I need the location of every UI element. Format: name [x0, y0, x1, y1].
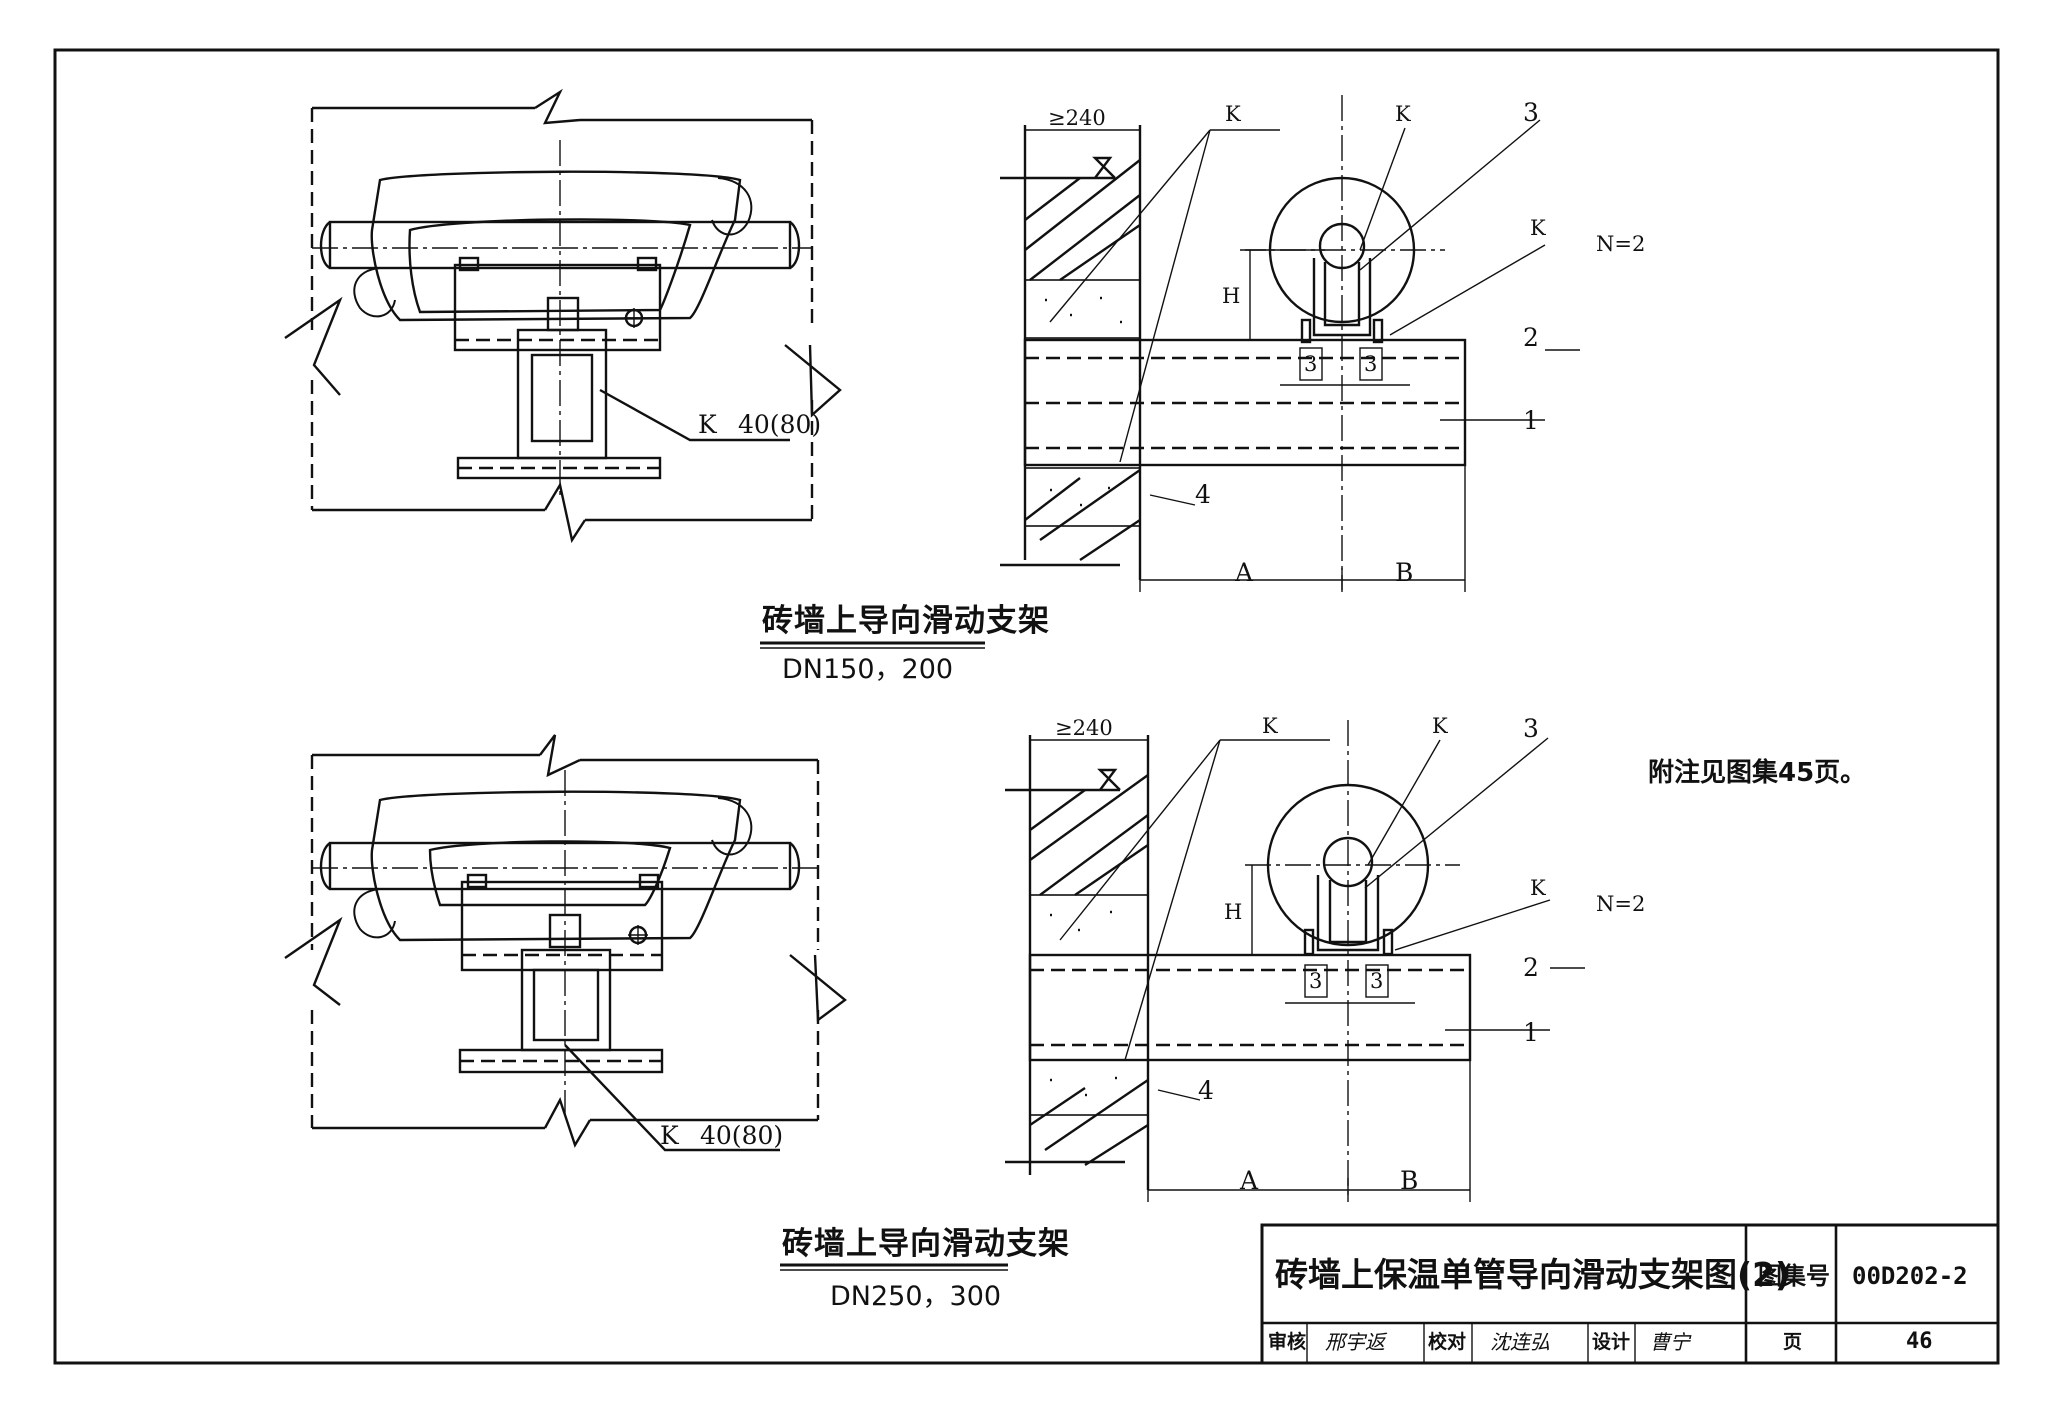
view1-item-4: 4 [1195, 480, 1211, 509]
view1-caption: 砖墙上导向滑动支架 [762, 603, 1050, 639]
view2-weld-left-symbol: K [660, 1121, 679, 1150]
view1-dim-3b: 3 [1364, 352, 1378, 376]
view1-dim-3a: 3 [1304, 352, 1318, 376]
view2-weld-left-size: 40(80) [700, 1121, 784, 1150]
view2-dim-h: H [1224, 900, 1243, 924]
view2-dim-b: B [1400, 1166, 1419, 1195]
view2-dim-a: A [1240, 1166, 1259, 1195]
title-block-title: 砖墙上保温单管导向滑动支架图(2) [1275, 1255, 1791, 1294]
page-number: 46 [1906, 1329, 1933, 1354]
view1-weld-top: K [1395, 102, 1411, 126]
view2-item-2: 2 [1523, 953, 1539, 982]
view1-dim-b: B [1395, 558, 1414, 587]
view1-weld-side: K [1530, 216, 1546, 240]
view2-item-3: 3 [1523, 714, 1539, 743]
atlas-number: 00D202-2 [1852, 1262, 1968, 1290]
view1-wall-dim: ≥240 [1048, 106, 1106, 130]
title-block-frame [1260, 1223, 2000, 1365]
sheet-border [53, 48, 2000, 1365]
review-signature: 邢宇返 [1325, 1330, 1385, 1354]
view1-item-2: 2 [1523, 323, 1539, 352]
view2-item-1: 1 [1523, 1018, 1539, 1047]
view1-dim-a: A [1235, 558, 1254, 587]
review-label: 审核 [1268, 1331, 1307, 1353]
view2-caption: 砖墙上导向滑动支架 [782, 1226, 1070, 1262]
view2-weld-wall: K [1262, 714, 1278, 738]
view2-dim-3b: 3 [1370, 969, 1384, 993]
view2-weld-side-n: N=2 [1596, 892, 1646, 916]
view1-elevation [284, 88, 842, 544]
view1-item-1: 1 [1523, 406, 1539, 435]
check-label: 校对 [1428, 1331, 1467, 1353]
annotation-note: 附注见图集45页。 [1648, 758, 1867, 788]
view2-weld-side: K [1530, 876, 1546, 900]
design-signature: 曹宁 [1650, 1330, 1690, 1354]
atlas-number-label: 图集号 [1758, 1262, 1830, 1290]
view2-section [1005, 720, 1585, 1202]
view1-weld-wall: K [1225, 102, 1241, 126]
view2-dim-3a: 3 [1309, 969, 1323, 993]
view2-item-4: 4 [1198, 1076, 1214, 1105]
check-signature: 沈连弘 [1490, 1330, 1550, 1354]
view1-weld-left-size: 40(80) [738, 410, 822, 439]
view2-sizes: DN250，300 [830, 1281, 1002, 1312]
page-label: 页 [1783, 1331, 1803, 1353]
view1-weld-left-symbol: K [698, 410, 717, 439]
view1-section [1000, 95, 1580, 592]
view1-item-3: 3 [1523, 98, 1539, 127]
view1-sizes: DN150，200 [782, 654, 954, 685]
view2-wall-dim: ≥240 [1055, 716, 1113, 740]
view2-elevation [284, 734, 847, 1152]
view1-weld-side-n: N=2 [1596, 232, 1646, 256]
view2-weld-top: K [1432, 714, 1448, 738]
design-label: 设计 [1592, 1331, 1631, 1353]
view1-dim-h: H [1222, 284, 1241, 308]
